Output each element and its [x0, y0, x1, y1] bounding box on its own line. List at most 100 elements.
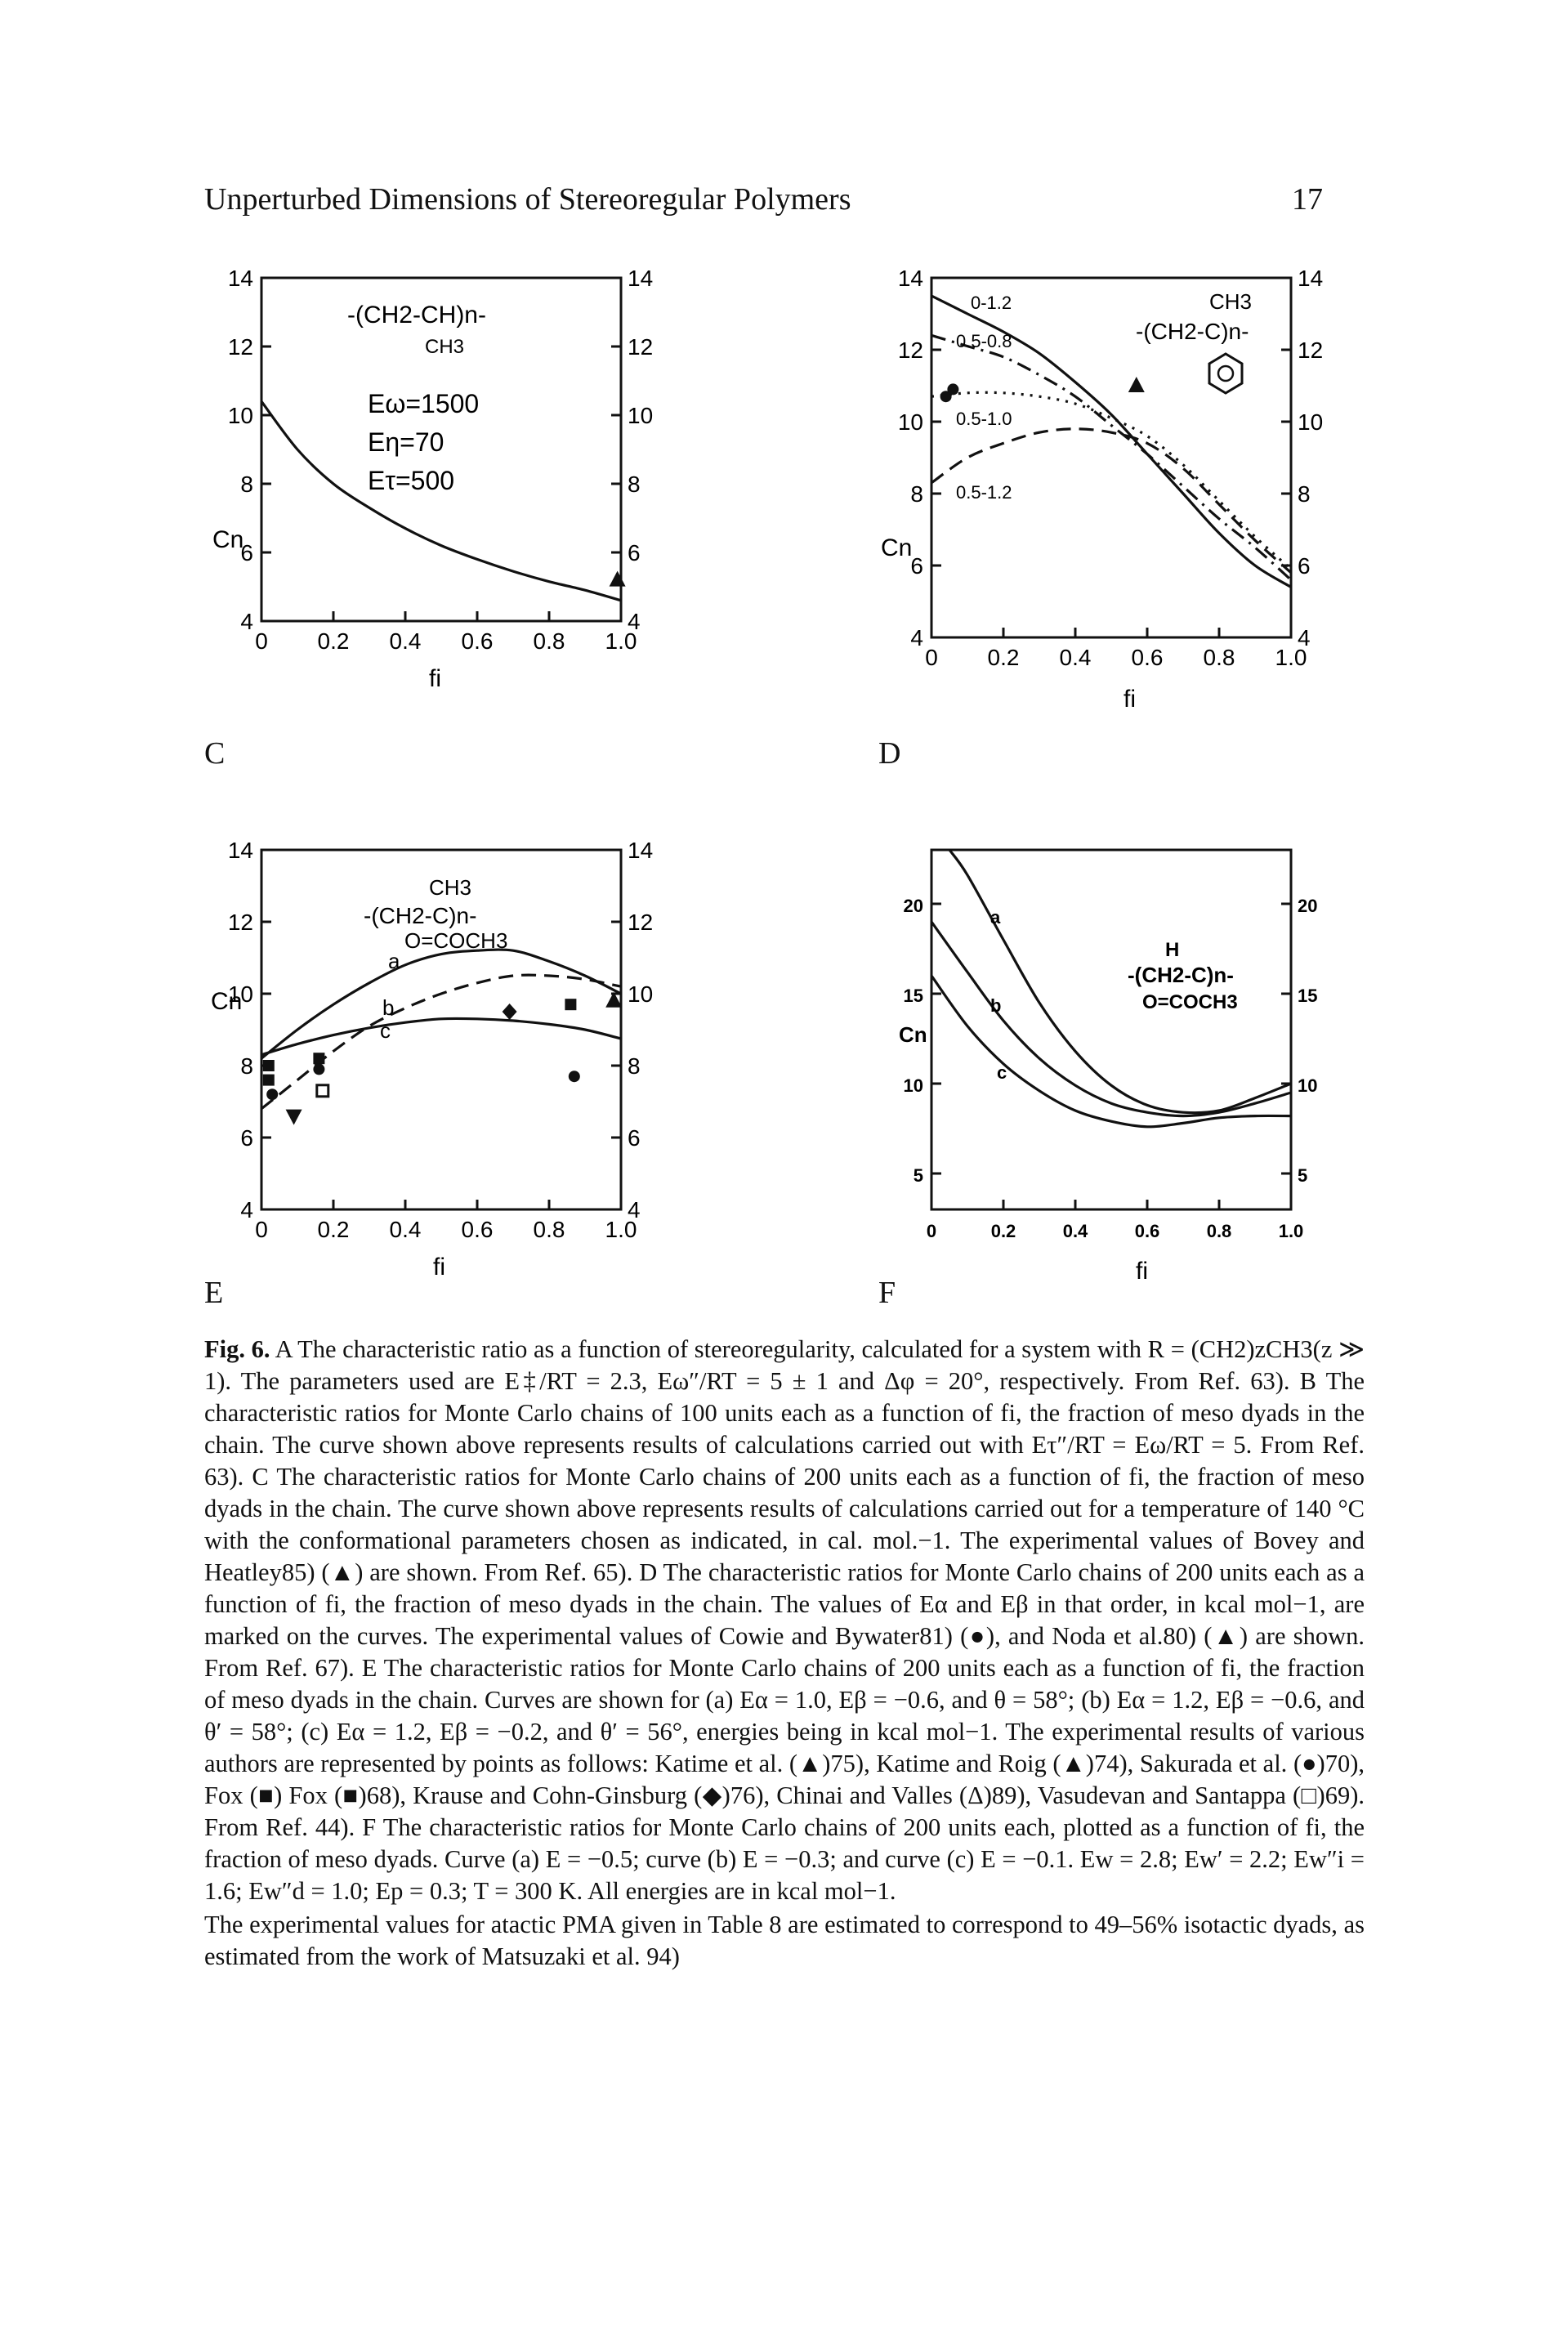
- param-e-omega: Eω=1500: [368, 389, 479, 418]
- caption-body: A The characteristic ratio as a function…: [204, 1335, 1365, 1905]
- x-tick-label: 1.0: [1279, 1221, 1304, 1241]
- x-tick-label: 0: [255, 628, 268, 654]
- data-point-circle: [940, 391, 952, 403]
- x-tick-label: 0.4: [1060, 645, 1092, 670]
- y-tick-label-left: 14: [228, 838, 253, 863]
- y-tick-label-right: 14: [628, 838, 653, 863]
- data-point-circle: [313, 1063, 325, 1075]
- y-tick-label-right: 10: [1298, 1075, 1317, 1096]
- y-tick-label-left: 12: [228, 334, 253, 360]
- curve-label-a: a: [990, 907, 1001, 928]
- y-tick-label-left: 6: [240, 1125, 253, 1151]
- curve-label-c: c: [997, 1062, 1007, 1083]
- figure-caption: Fig. 6. A The characteristic ratio as a …: [204, 1334, 1365, 1973]
- y-tick-label-right: 10: [628, 403, 653, 428]
- monomer-structure-line-2: -(CH2-C)n-: [1128, 963, 1234, 987]
- monomer-structure-line-3: O=COCH3: [404, 928, 507, 953]
- y-axis-label: Cn: [899, 1022, 927, 1047]
- x-axis-label: fi: [429, 665, 441, 692]
- monomer-structure-line-2: -(CH2-C)n-: [364, 903, 476, 928]
- x-tick-label: 1.0: [605, 1217, 637, 1242]
- panel-letter-f: F: [878, 1276, 896, 1310]
- caption-tail-note: The experimental values for atactic PMA …: [204, 1911, 1365, 1970]
- y-tick-label-left: 4: [240, 609, 253, 634]
- x-tick-label: 0.8: [534, 628, 565, 654]
- y-tick-label-left: 14: [898, 266, 923, 291]
- x-tick-label: 0: [927, 1221, 936, 1241]
- data-point-circle: [568, 1071, 580, 1083]
- y-tick-label-left: 8: [240, 1053, 253, 1079]
- x-tick-label: 0: [925, 645, 938, 670]
- x-tick-label: 0.6: [462, 1217, 494, 1242]
- x-tick-label: 0.2: [991, 1221, 1016, 1241]
- series-curve-b: [261, 973, 622, 1111]
- figure-label: Fig. 6.: [204, 1335, 270, 1363]
- plot-frame: [930, 276, 1293, 639]
- y-tick-label-right: 14: [1298, 266, 1323, 291]
- data-point-square: [262, 1074, 275, 1086]
- x-tick-label: 0.2: [318, 1217, 350, 1242]
- y-tick-label-left: 10: [904, 1075, 923, 1096]
- data-point-circle: [947, 383, 959, 396]
- y-tick-label-left: 8: [240, 472, 253, 497]
- y-tick-label-right: 6: [628, 540, 641, 565]
- monomer-structure-line-2: -(CH2-C)n-: [1136, 319, 1249, 344]
- monomer-structure-line-2: CH3: [425, 336, 464, 358]
- data-point-diamond: [502, 1004, 517, 1020]
- y-axis-label: Cn: [212, 526, 243, 553]
- y-tick-label-left: 10: [228, 981, 253, 1007]
- y-tick-label-left: 14: [228, 266, 253, 291]
- y-tick-label-right: 12: [628, 910, 653, 935]
- y-tick-label-left: 4: [240, 1197, 253, 1223]
- x-tick-label: 0.6: [1135, 1221, 1160, 1241]
- panel-letter-e: E: [204, 1276, 224, 1310]
- data-point-triangle: [1128, 377, 1145, 392]
- y-axis-label: Cn: [881, 534, 912, 561]
- x-tick-label: 0.6: [1132, 645, 1164, 670]
- series-curve-a: [948, 849, 1292, 1115]
- y-tick-label-left: 12: [228, 910, 253, 935]
- monomer-structure-line-1: -(CH2-CH)n-: [347, 302, 486, 329]
- plot-frame: [260, 276, 623, 623]
- x-tick-label: 0.2: [988, 645, 1020, 670]
- y-tick-label-right: 10: [1298, 409, 1323, 435]
- series-curve-b: [930, 921, 1292, 1118]
- curve-label-a: a: [388, 949, 400, 973]
- series-curve-0.5-0.8: [931, 333, 1293, 581]
- y-tick-label-left: 6: [240, 540, 253, 565]
- y-tick-label-right: 12: [1298, 338, 1323, 363]
- y-tick-label-right: 6: [1298, 553, 1311, 579]
- panel-letter-c: C: [204, 736, 226, 771]
- x-tick-label: 0.6: [462, 628, 494, 654]
- monomer-structure-line-1: H: [1165, 939, 1179, 961]
- y-tick-label-left: 10: [228, 403, 253, 428]
- curve-label-b: b: [990, 995, 1001, 1016]
- monomer-structure-line-1: CH3: [1209, 289, 1252, 314]
- panel-letter-d: D: [878, 736, 901, 771]
- series-curve-c: [930, 975, 1292, 1129]
- data-point-square: [313, 1053, 325, 1065]
- series-curve-a: [261, 948, 622, 1060]
- data-point-open-square: [315, 1084, 330, 1098]
- data-point-triangle: [609, 570, 626, 587]
- y-tick-label-right: 10: [628, 981, 653, 1007]
- y-tick-label-right: 8: [628, 1053, 641, 1079]
- y-tick-label-left: 8: [910, 481, 923, 507]
- y-tick-label-left: 12: [898, 338, 923, 363]
- param-e-tau: Eτ=500: [368, 466, 454, 495]
- running-header-title: Unperturbed Dimensions of Stereoregular …: [204, 182, 851, 217]
- y-tick-label-right: 4: [628, 609, 641, 634]
- y-tick-label-left: 6: [910, 553, 923, 579]
- y-tick-label-right: 15: [1298, 986, 1317, 1006]
- x-tick-label: 0.4: [390, 628, 422, 654]
- x-axis-label: fi: [433, 1254, 445, 1281]
- curve-label-0.5-1.2: 0.5-1.2: [956, 482, 1012, 503]
- y-tick-label-right: 4: [628, 1197, 641, 1223]
- y-axis-label: Cn: [211, 988, 242, 1015]
- y-tick-label-right: 5: [1298, 1165, 1307, 1186]
- x-tick-label: 0.8: [1207, 1221, 1232, 1241]
- page-number: 17: [1292, 182, 1323, 217]
